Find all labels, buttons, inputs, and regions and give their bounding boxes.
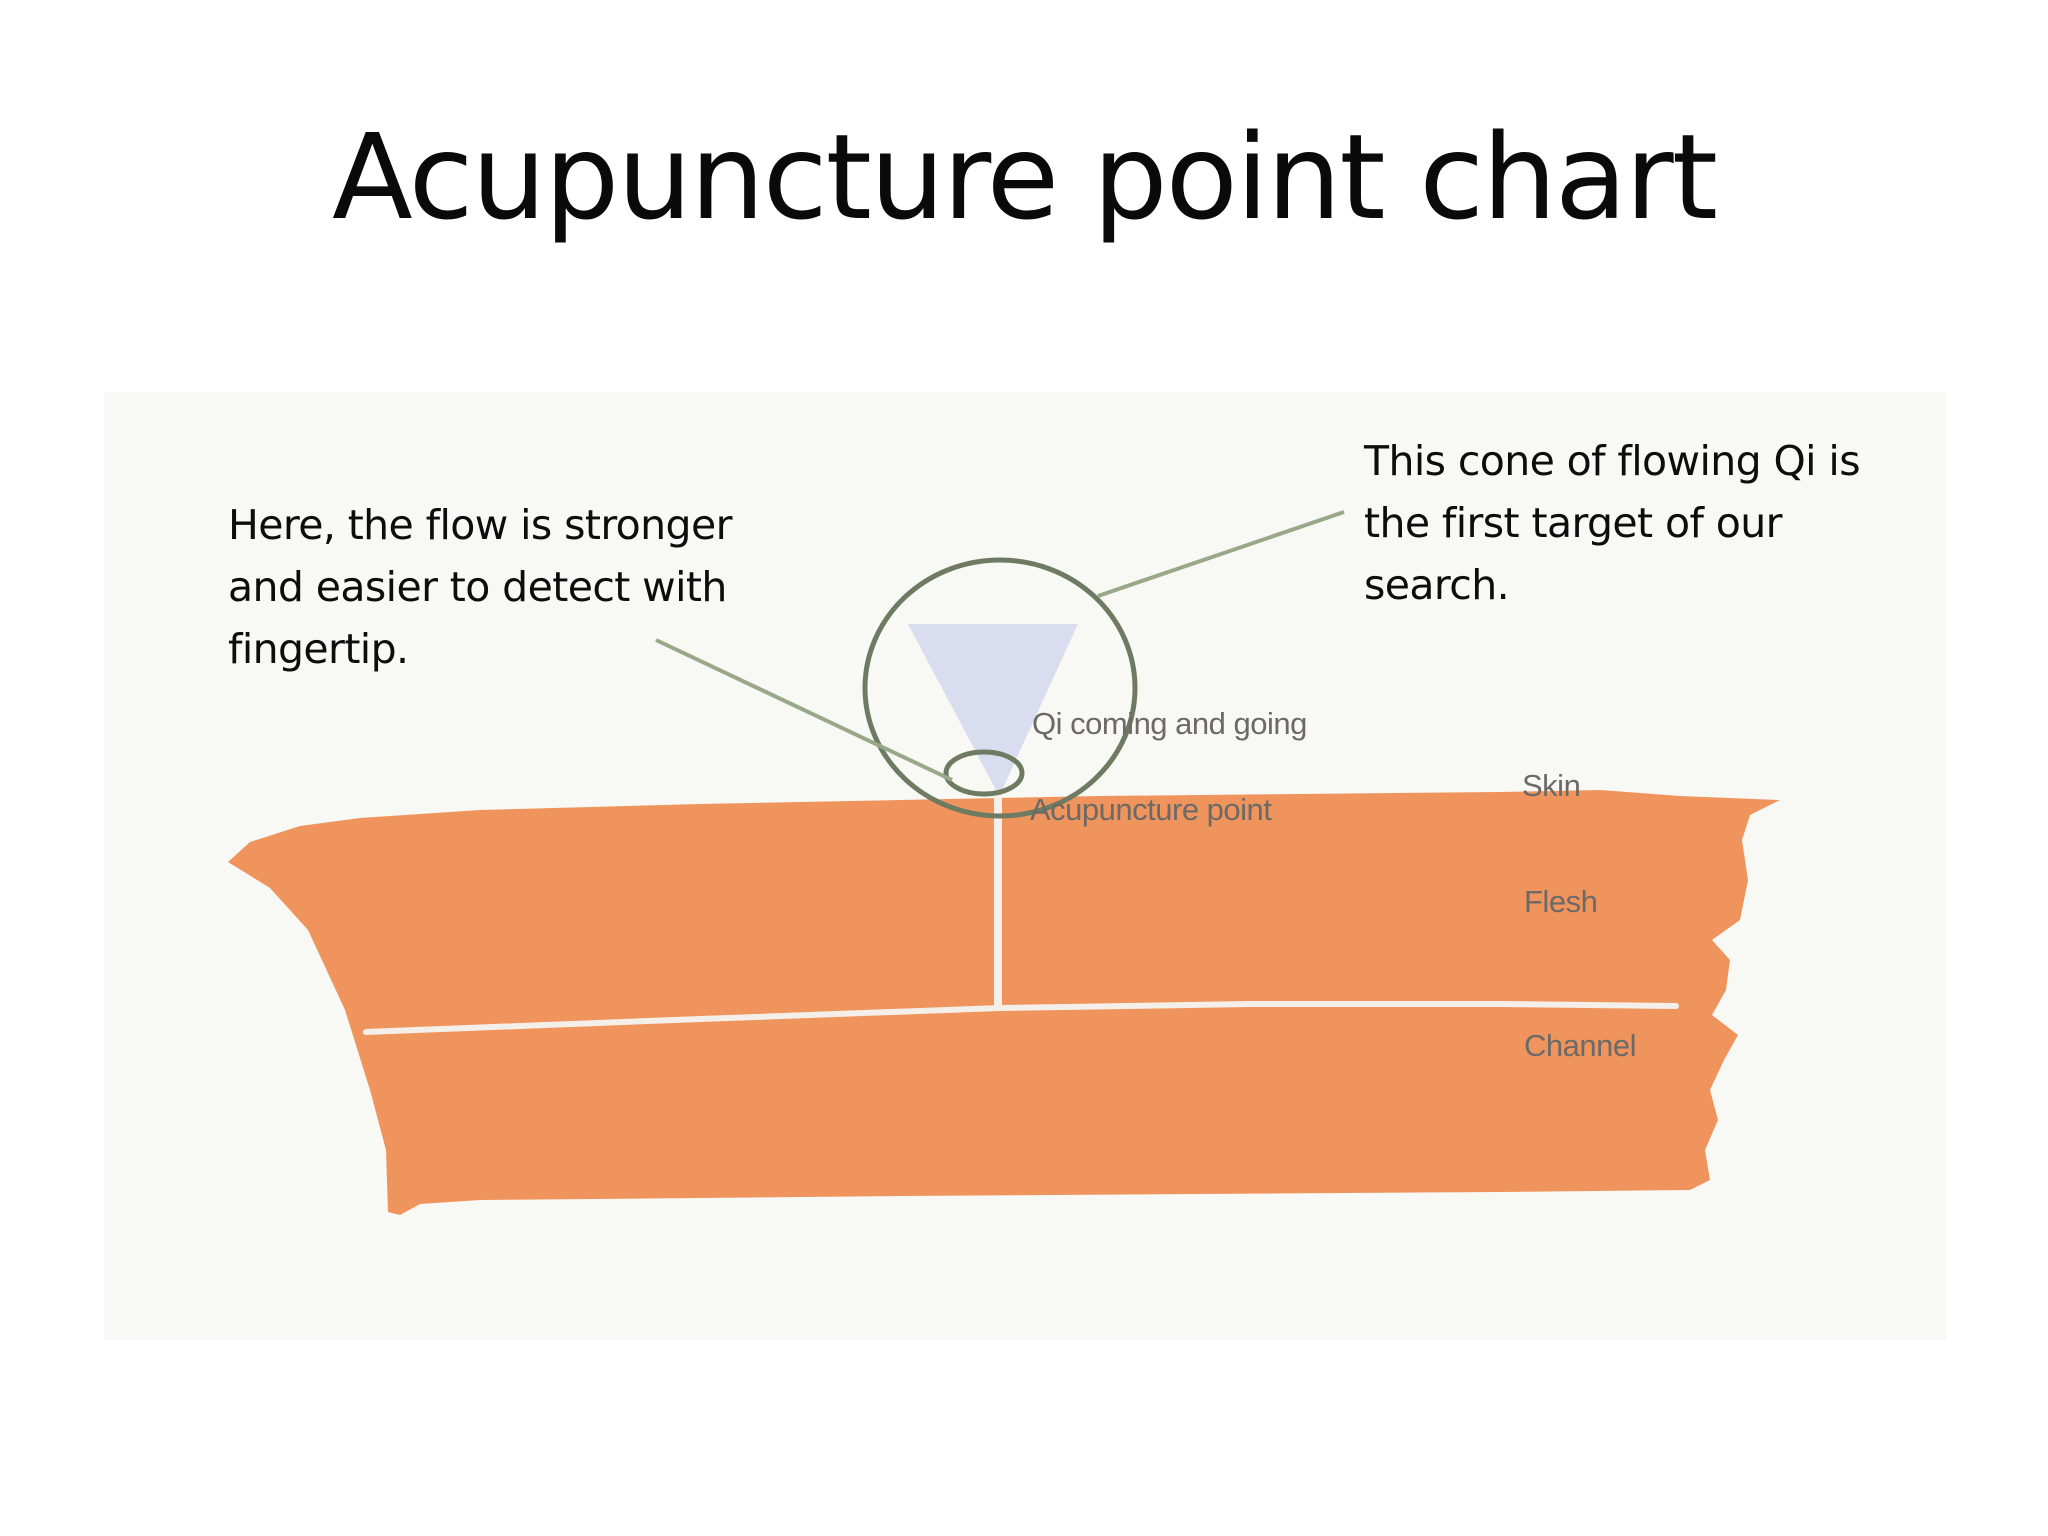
right-callout-line: This cone of flowing Qi is [1364, 437, 1861, 485]
qi-label: Qi coming and going [1032, 706, 1307, 741]
left-leader-line [655, 638, 953, 782]
acupuncture-point-label: Acupuncture point [1030, 792, 1272, 827]
right-callout-text: This cone of flowing Qi is the first tar… [1364, 430, 1984, 616]
left-callout-text: Here, the flow is stronger and easier to… [228, 494, 828, 680]
right-callout-line: the first target of our [1364, 499, 1782, 547]
left-callout-line: Here, the flow is stronger [228, 501, 732, 549]
flesh-band [228, 790, 1780, 1215]
slide-title: Acupuncture point chart [332, 108, 1718, 246]
right-callout-line: search. [1364, 561, 1510, 609]
left-callout-line: and easier to detect with [228, 563, 727, 611]
qi-cone [908, 624, 1078, 790]
skin-label: Skin [1522, 768, 1581, 803]
point-circle [943, 749, 1025, 797]
right-leader-line [1097, 510, 1345, 598]
flesh-label: Flesh [1524, 884, 1598, 919]
channel-line [363, 1001, 1679, 1035]
channel-label: Channel [1524, 1028, 1636, 1063]
cone-circle [862, 557, 1138, 819]
left-callout-line: fingertip. [228, 625, 409, 673]
